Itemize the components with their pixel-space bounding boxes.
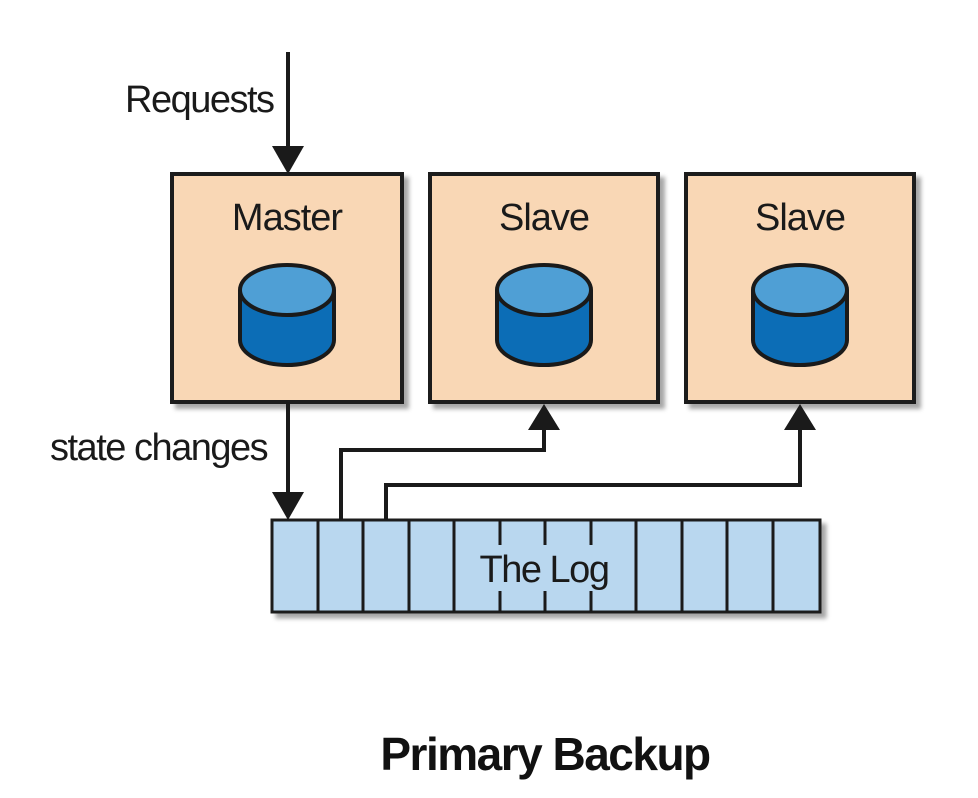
node-title-master: Master — [232, 197, 343, 239]
requests-arrow — [272, 52, 304, 174]
state-changes-label: state changes — [50, 427, 268, 469]
database-icon — [238, 263, 336, 367]
log-entry-dividers — [316, 520, 775, 612]
state-changes-arrow — [272, 402, 304, 520]
database-icon — [751, 263, 849, 367]
slave-node-1: Slave — [428, 172, 660, 404]
database-icon — [495, 263, 593, 367]
log: The Log — [270, 518, 822, 614]
replication-arrow-slave-1 — [339, 404, 560, 520]
diagram-title: Primary Backup — [380, 728, 710, 780]
requests-label: Requests — [125, 79, 274, 121]
log-label: The Log — [480, 549, 609, 591]
node-title-slave-2: Slave — [755, 197, 845, 239]
master-node: Master — [170, 172, 404, 404]
node-title-slave-1: Slave — [499, 197, 589, 239]
replication-arrow-slave-2 — [384, 404, 816, 520]
slave-node-2: Slave — [684, 172, 916, 404]
